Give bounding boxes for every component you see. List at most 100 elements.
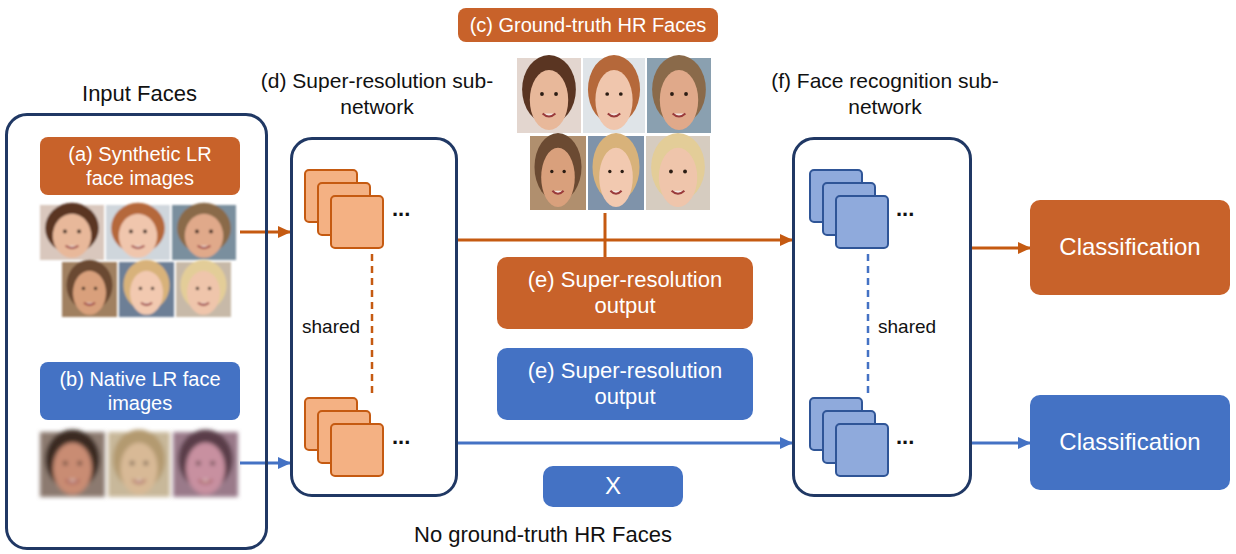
face-skin xyxy=(73,271,106,315)
eye xyxy=(143,229,147,233)
sr-stack-bottom xyxy=(305,398,383,476)
feature-map xyxy=(836,424,888,476)
eye xyxy=(94,287,97,290)
mouth xyxy=(199,480,212,483)
eye xyxy=(63,461,67,465)
sr-stack-top xyxy=(305,170,383,248)
shared-label: shared xyxy=(878,316,936,338)
eye xyxy=(196,287,199,290)
face-image xyxy=(588,133,644,210)
mouth xyxy=(141,303,152,305)
face-image xyxy=(646,133,710,210)
face-skin xyxy=(130,271,163,315)
face-skin xyxy=(186,442,225,494)
ellipsis: ... xyxy=(392,196,410,222)
mouth xyxy=(673,114,686,117)
feature-map xyxy=(836,196,888,248)
eye xyxy=(554,92,558,96)
eye xyxy=(608,170,611,173)
note-text: No ground-truth HR Faces xyxy=(414,522,672,548)
mouth xyxy=(84,303,95,305)
classification-box: Classification xyxy=(1030,200,1230,295)
group-label: (b) Native LR face images xyxy=(40,362,240,420)
eye xyxy=(63,229,67,233)
eye xyxy=(78,461,82,465)
feature-map xyxy=(331,196,383,248)
face-image xyxy=(583,55,645,133)
eye xyxy=(129,229,133,233)
synthetic-lr-group: (a) Synthetic LR face images xyxy=(40,137,240,317)
face-image xyxy=(40,203,104,260)
face-skin xyxy=(599,148,633,207)
face-image xyxy=(176,260,231,317)
face-skin xyxy=(660,70,698,130)
mouth xyxy=(608,114,620,117)
input-group: Input Faces(a) Synthetic LR face images(… xyxy=(5,113,268,550)
mouth xyxy=(66,480,79,483)
arrow-connector xyxy=(972,442,1030,445)
face-image xyxy=(62,260,117,317)
arrow-connector xyxy=(240,462,290,465)
face-skin xyxy=(530,70,568,130)
fr-stack-top xyxy=(810,170,888,248)
eye xyxy=(540,92,544,96)
classification-box: Classification xyxy=(1030,395,1230,490)
face-skin xyxy=(53,442,92,494)
group-heading: Input Faces xyxy=(8,80,271,108)
arrow-connector xyxy=(458,442,792,445)
eye xyxy=(151,287,154,290)
eye xyxy=(208,287,211,290)
face-image xyxy=(530,133,586,210)
fr-stack-bottom xyxy=(810,398,888,476)
native-lr-group: (b) Native LR face images xyxy=(40,362,240,497)
face-skin xyxy=(119,214,157,258)
eye xyxy=(77,229,81,233)
mouth xyxy=(198,303,209,305)
eye xyxy=(196,461,200,465)
mouth xyxy=(610,191,621,194)
box-label: Classification xyxy=(1059,428,1200,457)
sr-output-box: (e) Super-resolution output xyxy=(497,257,753,329)
shared-label: shared xyxy=(302,316,360,338)
face-skin xyxy=(120,442,157,494)
group-heading: (f) Face recognition sub-network xyxy=(755,68,1015,121)
face-skin xyxy=(659,148,697,207)
face-skin xyxy=(187,271,220,315)
eye xyxy=(82,287,85,290)
arrow-connector xyxy=(240,231,290,234)
ellipsis: ... xyxy=(896,196,914,222)
feature-map xyxy=(331,424,383,476)
group-label: (a) Synthetic LR face images xyxy=(40,137,240,195)
face-skin xyxy=(185,214,223,258)
face-image xyxy=(173,429,238,497)
box-label: X xyxy=(605,472,621,501)
box-label: (e) Super-resolution output xyxy=(507,358,743,411)
mouth xyxy=(543,114,556,117)
group-heading: (d) Super-resolution sub-network xyxy=(247,68,507,121)
eye xyxy=(684,92,688,96)
eye xyxy=(619,92,623,96)
eye xyxy=(139,287,142,290)
eye xyxy=(195,229,199,233)
face-skin xyxy=(53,214,91,258)
face-image xyxy=(172,203,236,260)
eye xyxy=(130,461,134,465)
mouth xyxy=(672,191,685,194)
sr-output-box: (e) Super-resolution output xyxy=(497,348,753,420)
shared-dashed-line xyxy=(867,254,870,394)
ellipsis: ... xyxy=(896,424,914,450)
eye xyxy=(620,170,623,173)
eye xyxy=(211,461,215,465)
face-image xyxy=(40,429,105,497)
mouth xyxy=(552,191,563,194)
mouth xyxy=(198,246,211,248)
face-skin xyxy=(541,148,575,207)
arrow-connector xyxy=(458,239,792,242)
eye xyxy=(669,170,673,174)
mouth xyxy=(132,246,145,248)
eye xyxy=(144,461,148,465)
face-image xyxy=(517,55,581,133)
face-image xyxy=(106,203,170,260)
mouth xyxy=(133,480,145,483)
